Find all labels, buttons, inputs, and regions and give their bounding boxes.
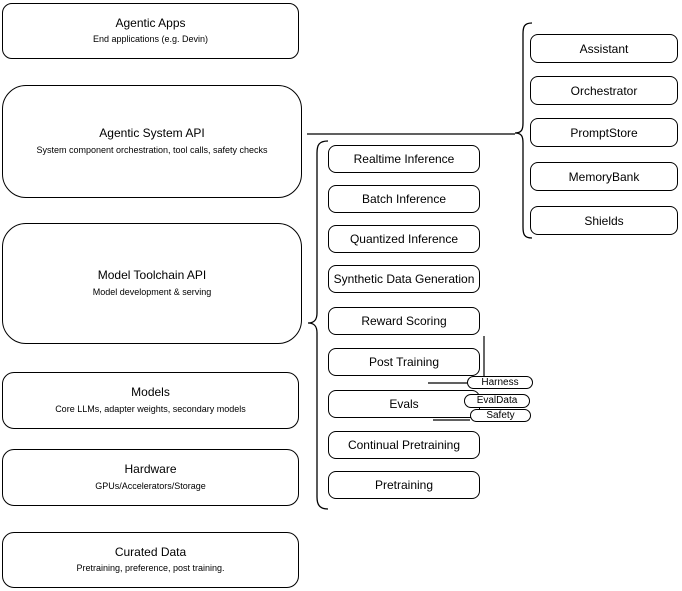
service-box-batch-inference: Batch Inference (328, 185, 480, 213)
component-box-shields: Shields (530, 206, 678, 235)
service-label: Batch Inference (361, 192, 447, 206)
service-label: Realtime Inference (353, 152, 455, 166)
hardware-subtitle: GPUs/Accelerators/Storage (95, 480, 206, 491)
agentic-apps-title: Agentic Apps (115, 15, 186, 30)
pill-harness: Harness (467, 376, 533, 389)
pill-label: EvalData (476, 395, 518, 406)
agentic-system-api-subtitle: System component orchestration, tool cal… (36, 144, 268, 155)
service-box-evals: Evals (328, 390, 480, 418)
model-toolchain-api-title: Model Toolchain API (97, 268, 207, 283)
component-box-memorybank: MemoryBank (530, 162, 678, 191)
service-box-realtime-inference: Realtime Inference (328, 145, 480, 173)
model-toolchain-api-subtitle: Model development & serving (92, 286, 212, 297)
service-box-continual-pretraining: Continual Pretraining (328, 431, 480, 459)
service-box-pretraining: Pretraining (328, 471, 480, 499)
service-box-quantized-inference: Quantized Inference (328, 225, 480, 253)
pill-evaldata: EvalData (464, 394, 530, 408)
hardware-title: Hardware (124, 462, 177, 477)
service-label: Post Training (368, 355, 440, 369)
service-box-synthetic-data-generation: Synthetic Data Generation (328, 265, 480, 293)
pill-safety: Safety (470, 409, 531, 422)
component-label: Orchestrator (570, 83, 638, 98)
models-box: Models Core LLMs, adapter weights, secon… (2, 372, 299, 429)
service-label: Continual Pretraining (347, 438, 461, 452)
component-box-assistant: Assistant (530, 34, 678, 63)
curated-data-subtitle: Pretraining, preference, post training. (76, 563, 225, 574)
service-box-reward-scoring: Reward Scoring (328, 307, 480, 335)
service-label: Evals (389, 397, 419, 411)
hardware-box: Hardware GPUs/Accelerators/Storage (2, 449, 299, 506)
system-components-brace (514, 22, 533, 239)
models-title: Models (131, 385, 170, 400)
pill-label: Safety (486, 409, 515, 421)
service-label: Pretraining (374, 478, 434, 492)
agentic-apps-box: Agentic Apps End applications (e.g. Devi… (2, 3, 299, 59)
pill-label: Harness (481, 376, 519, 388)
component-box-orchestrator: Orchestrator (530, 76, 678, 105)
service-label: Quantized Inference (349, 232, 459, 246)
component-label: Assistant (579, 41, 629, 56)
curated-data-box: Curated Data Pretraining, preference, po… (2, 532, 299, 588)
curated-data-title: Curated Data (114, 544, 187, 559)
toolchain-brace (307, 140, 329, 510)
agentic-apps-subtitle: End applications (e.g. Devin) (92, 34, 209, 45)
service-box-post-training: Post Training (328, 348, 480, 376)
component-label: MemoryBank (568, 169, 640, 184)
agentic-system-api-title: Agentic System API (99, 126, 205, 141)
component-label: PromptStore (570, 125, 638, 140)
models-subtitle: Core LLMs, adapter weights, secondary mo… (55, 403, 246, 414)
component-box-promptstore: PromptStore (530, 118, 678, 147)
model-toolchain-api-box: Model Toolchain API Model development & … (2, 223, 302, 344)
service-label: Reward Scoring (361, 314, 447, 328)
service-label: Synthetic Data Generation (333, 272, 475, 286)
agentic-system-api-box: Agentic System API System component orch… (2, 85, 302, 198)
component-label: Shields (584, 213, 624, 228)
